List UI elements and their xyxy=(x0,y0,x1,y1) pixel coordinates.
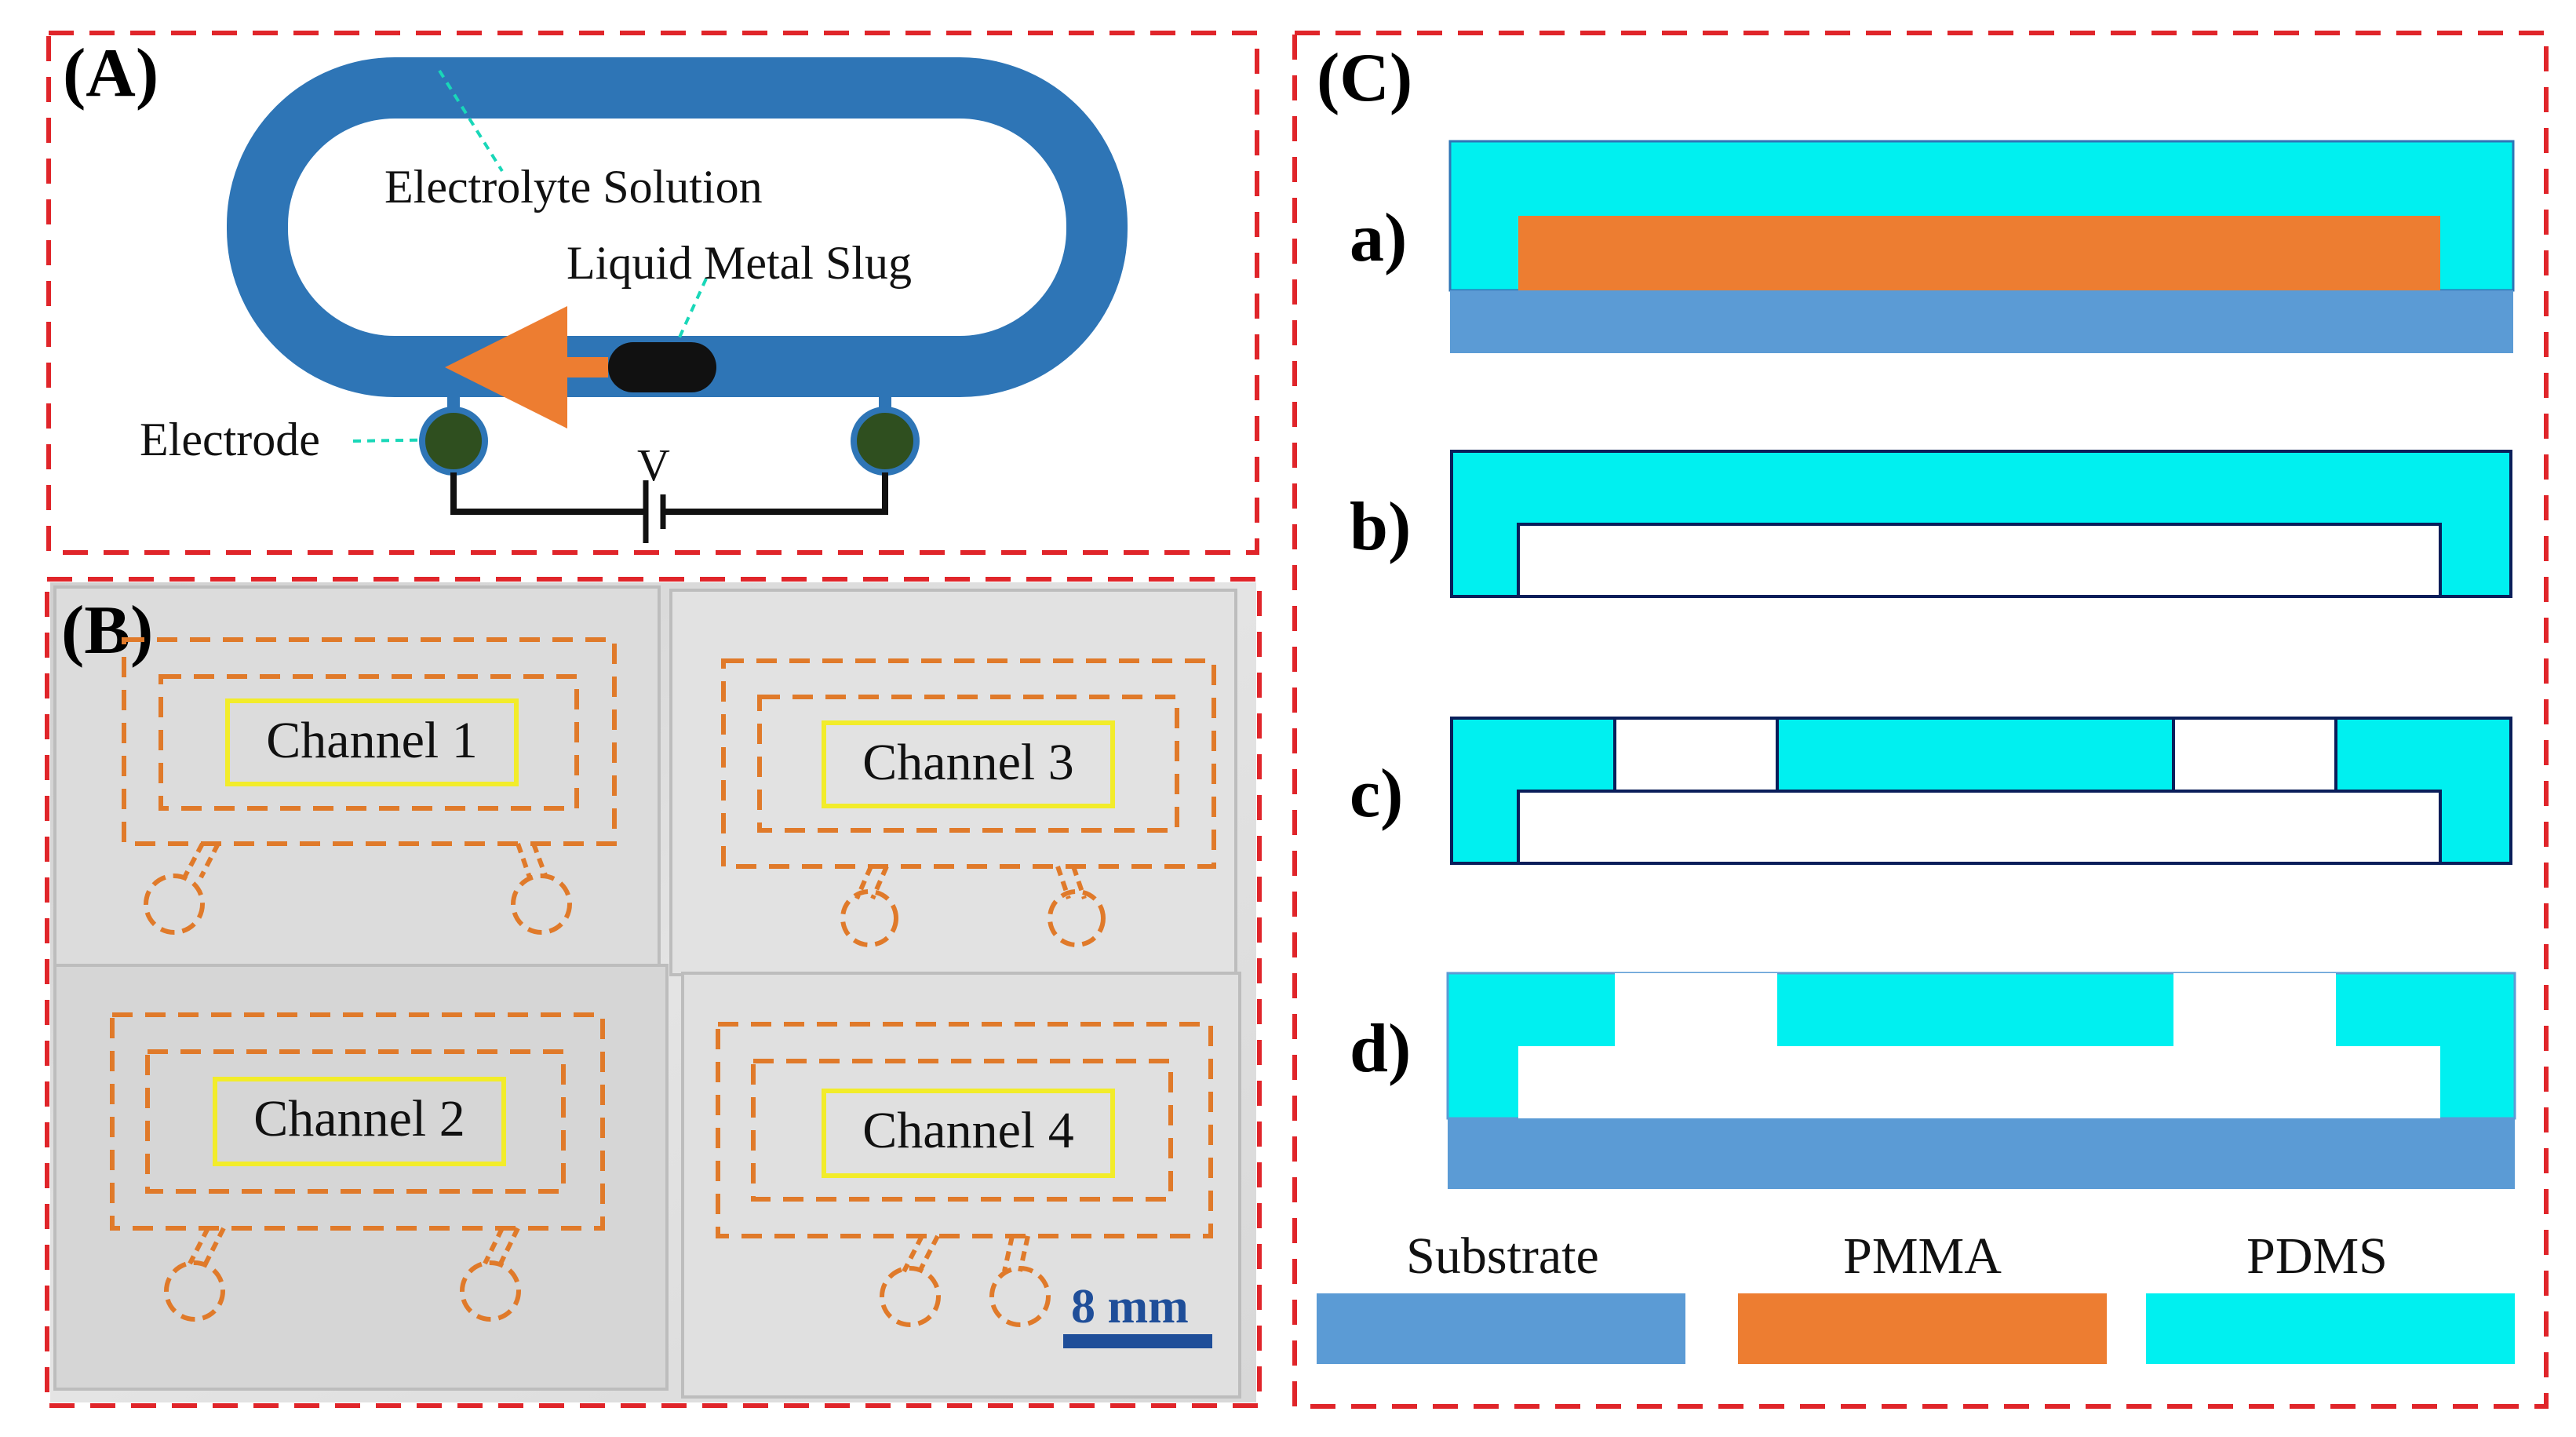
channel-label-box xyxy=(225,698,519,786)
outer-outline xyxy=(716,1022,1213,1238)
device-channel-2: Channel 2 xyxy=(110,1012,605,1322)
channel-label: Channel 4 xyxy=(862,1102,1073,1159)
panel-a-frame xyxy=(46,31,1259,555)
circuit-left-wire xyxy=(450,472,643,515)
slug-leader xyxy=(665,278,708,366)
step-c: c) xyxy=(1350,717,2512,865)
device-channel-4: Channel 4 xyxy=(716,1022,1213,1327)
glass-piece-3 xyxy=(669,589,1237,976)
left-inlet-neck xyxy=(854,865,889,900)
electrode-label: Electrode xyxy=(140,414,320,465)
device-channel-1: Channel 1 xyxy=(122,637,617,935)
left-reservoir xyxy=(144,874,205,935)
panel-c-label: (C) xyxy=(1317,40,1412,116)
right-punched-hole xyxy=(2172,717,2337,793)
left-inlet-neck xyxy=(902,1235,940,1273)
panel-a: (A) Electrolyte Solution Liquid Metal Sl… xyxy=(46,31,1259,555)
legend-pdms-label: PDMS xyxy=(2246,1227,2388,1285)
right-inlet-neck xyxy=(516,842,548,879)
legend-pmma-label: PMMA xyxy=(1843,1227,2002,1285)
scale-bar-label: 8 mm xyxy=(1071,1280,1189,1333)
step-c-label: c) xyxy=(1350,756,1403,832)
molded-channel xyxy=(1517,523,2442,598)
left-inlet-neck xyxy=(182,842,220,879)
legend-pmma-swatch xyxy=(1738,1293,2107,1364)
step-d: d) xyxy=(1350,972,2516,1189)
channel-label: Channel 3 xyxy=(862,734,1073,791)
pmma-mold xyxy=(1518,216,2440,290)
channel-label-box xyxy=(213,1077,506,1166)
legend-substrate-label: Substrate xyxy=(1406,1227,1599,1285)
right-inlet-neck xyxy=(1055,866,1087,899)
molded-channel xyxy=(1518,1046,2440,1118)
panel-b-label: (B) xyxy=(61,593,153,669)
channel-label-box xyxy=(822,1089,1115,1178)
substrate-layer xyxy=(1448,1118,2515,1189)
left-reservoir xyxy=(880,1266,941,1327)
outer-outline xyxy=(721,658,1216,869)
legend-substrate-swatch xyxy=(1317,1293,1685,1364)
molded-channel xyxy=(1517,790,2442,865)
scale-bar xyxy=(1063,1334,1212,1348)
right-electrode xyxy=(851,407,920,476)
left-electrode xyxy=(419,407,488,476)
electrolyte-solution-label: Electrolyte Solution xyxy=(384,161,763,213)
glass-piece-1 xyxy=(53,585,661,973)
step-b: b) xyxy=(1350,450,2512,598)
step-a-label: a) xyxy=(1350,200,1407,276)
outer-outline xyxy=(110,1012,605,1231)
inner-outline xyxy=(145,1049,566,1194)
left-inlet-neck xyxy=(188,1227,226,1265)
panel-c: (C) a) b) c) d) xyxy=(1292,31,2549,1409)
step-a: a) xyxy=(1350,140,2515,353)
panel-a-label: (A) xyxy=(63,35,158,111)
left-reservoir xyxy=(164,1260,225,1322)
panel-c-frame xyxy=(1292,31,2549,1409)
inner-outline xyxy=(158,674,579,811)
glass-piece-2 xyxy=(53,964,669,1391)
left-reservoir xyxy=(840,889,898,947)
legend-pdms-swatch xyxy=(2146,1293,2515,1364)
right-punched-hole xyxy=(2173,973,2336,1046)
liquid-metal-slug-label: Liquid Metal Slug xyxy=(567,237,912,289)
electrode-leader xyxy=(352,438,452,443)
liquid-metal-slug xyxy=(608,342,716,392)
circuit-right-wire xyxy=(665,472,888,515)
channel-loop xyxy=(227,57,1128,397)
channel-label-box xyxy=(822,720,1115,808)
right-reservoir xyxy=(1048,889,1106,947)
step-d-label: d) xyxy=(1350,1011,1411,1087)
step-b-label: b) xyxy=(1350,489,1411,565)
left-punched-hole xyxy=(1613,717,1779,793)
electrolyte-leader xyxy=(438,69,504,173)
inner-outline xyxy=(757,695,1179,833)
panel-b: (B) Channel 1 Channel 3 xyxy=(45,577,1262,1408)
device-channel-3: Channel 3 xyxy=(721,658,1216,947)
inner-outline xyxy=(751,1059,1173,1202)
substrate-layer xyxy=(1450,290,2513,353)
channel-label: Channel 1 xyxy=(266,712,477,769)
channel-label: Channel 2 xyxy=(253,1090,465,1147)
right-reservoir xyxy=(511,874,572,935)
voltage-label: V xyxy=(637,439,670,491)
legend: Substrate PMMA PDMS xyxy=(1317,1227,2515,1364)
right-reservoir xyxy=(460,1260,521,1322)
right-inlet-neck xyxy=(483,1227,520,1265)
right-inlet-neck xyxy=(1002,1235,1030,1272)
outer-outline xyxy=(122,637,617,846)
right-reservoir xyxy=(989,1266,1051,1327)
left-punched-hole xyxy=(1615,973,1777,1046)
glass-piece-4 xyxy=(681,972,1241,1399)
